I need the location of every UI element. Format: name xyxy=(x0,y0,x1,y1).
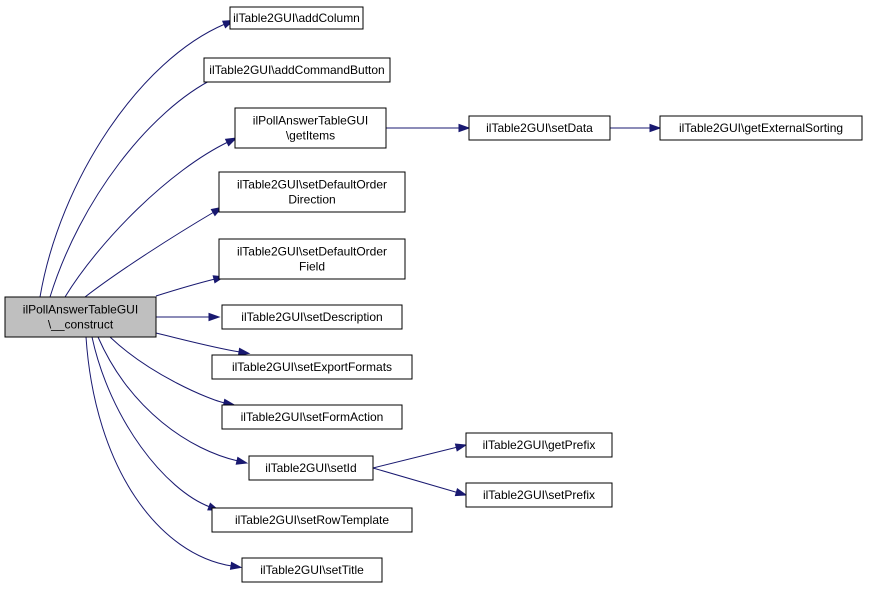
node-label: Field xyxy=(299,260,325,274)
node-box xyxy=(468,115,611,141)
node-box xyxy=(465,482,613,508)
node-box xyxy=(248,455,374,481)
node-addColumn[interactable]: ilTable2GUI\addColumn xyxy=(229,6,364,30)
node-box xyxy=(211,507,413,533)
arrowhead-icon xyxy=(224,137,238,147)
node-label: ilTable2GUI\setRowTemplate xyxy=(235,513,389,527)
arrowhead-icon xyxy=(458,123,471,133)
node-setTitle[interactable]: ilTable2GUI\setTitle xyxy=(241,557,383,583)
edge-root-to-setDescription xyxy=(156,312,221,322)
edge-setId-to-setPrefix xyxy=(372,467,468,497)
node-setData[interactable]: ilTable2GUI\setData xyxy=(468,115,611,141)
edge-setData-to-getExternalSorting xyxy=(610,123,662,133)
node-label: ilTable2GUI\addCommandButton xyxy=(209,63,384,77)
node-label: ilTable2GUI\setPrefix xyxy=(483,488,595,502)
node-box xyxy=(221,304,403,330)
node-label: ilTable2GUI\getPrefix xyxy=(483,438,596,452)
node-label: ilTable2GUI\setDescription xyxy=(241,310,382,324)
node-label: \getItems xyxy=(286,129,335,143)
node-box xyxy=(218,238,406,280)
node-label: ilTable2GUI\setExportFormats xyxy=(232,360,392,374)
node-label: ilTable2GUI\setDefaultOrder xyxy=(237,178,387,192)
node-setExportFormats[interactable]: ilTable2GUI\setExportFormats xyxy=(211,354,413,380)
node-label: ilTable2GUI\setFormAction xyxy=(241,410,384,424)
node-addCommandButton[interactable]: ilTable2GUI\addCommandButton xyxy=(203,57,391,83)
arrowhead-icon xyxy=(235,456,249,465)
node-label: ilTable2GUI\getExternalSorting xyxy=(679,121,843,135)
node-box xyxy=(203,57,391,83)
node-setPrefix[interactable]: ilTable2GUI\setPrefix xyxy=(465,482,613,508)
edge-root-to-setDefaultOrderDirection xyxy=(84,206,224,298)
edge-getItems-to-setData xyxy=(386,123,471,133)
edge-setId-to-getPrefix xyxy=(372,443,468,469)
arrowhead-icon xyxy=(649,123,662,133)
node-setFormAction[interactable]: ilTable2GUI\setFormAction xyxy=(221,404,403,430)
edge-root-to-setId xyxy=(97,336,249,465)
node-setId[interactable]: ilTable2GUI\setId xyxy=(248,455,374,481)
node-label: ilTable2GUI\setId xyxy=(265,461,356,475)
node-setDescription[interactable]: ilTable2GUI\setDescription xyxy=(221,304,403,330)
edge-root-to-getItems xyxy=(64,137,238,298)
node-label: \__construct xyxy=(48,318,114,332)
node-setRowTemplate[interactable]: ilTable2GUI\setRowTemplate xyxy=(211,507,413,533)
node-getExternalSorting[interactable]: ilTable2GUI\getExternalSorting xyxy=(659,115,863,141)
call-graph-nodes: ilPollAnswerTableGUI\__constructilTable2… xyxy=(4,6,863,583)
edge-root-to-setTitle xyxy=(85,336,243,570)
arrowhead-icon xyxy=(237,347,251,356)
node-box xyxy=(218,171,406,213)
node-label: Direction xyxy=(288,193,335,207)
edge-root-to-setDefaultOrderField xyxy=(155,275,226,297)
node-label: ilTable2GUI\setDefaultOrder xyxy=(237,245,387,259)
node-box xyxy=(465,432,613,458)
node-label: ilTable2GUI\setData xyxy=(486,121,593,135)
node-getItems[interactable]: ilPollAnswerTableGUI\getItems xyxy=(234,107,387,149)
node-label: ilPollAnswerTableGUI xyxy=(253,114,368,128)
node-box xyxy=(229,6,364,30)
arrowhead-icon xyxy=(454,443,468,452)
node-root[interactable]: ilPollAnswerTableGUI\__construct xyxy=(4,296,157,338)
node-label: ilPollAnswerTableGUI xyxy=(23,303,138,317)
node-label: ilTable2GUI\addColumn xyxy=(233,11,360,25)
arrowhead-icon xyxy=(454,488,468,497)
edge-root-to-setExportFormats xyxy=(155,332,251,356)
node-getPrefix[interactable]: ilTable2GUI\getPrefix xyxy=(465,432,613,458)
node-box xyxy=(659,115,863,141)
node-box xyxy=(241,557,383,583)
node-box xyxy=(234,107,387,149)
arrowhead-icon xyxy=(229,561,243,570)
node-box xyxy=(4,296,157,338)
node-box xyxy=(211,354,413,380)
arrowhead-icon xyxy=(208,312,221,322)
node-label: ilTable2GUI\setTitle xyxy=(260,563,364,577)
node-box xyxy=(221,404,403,430)
